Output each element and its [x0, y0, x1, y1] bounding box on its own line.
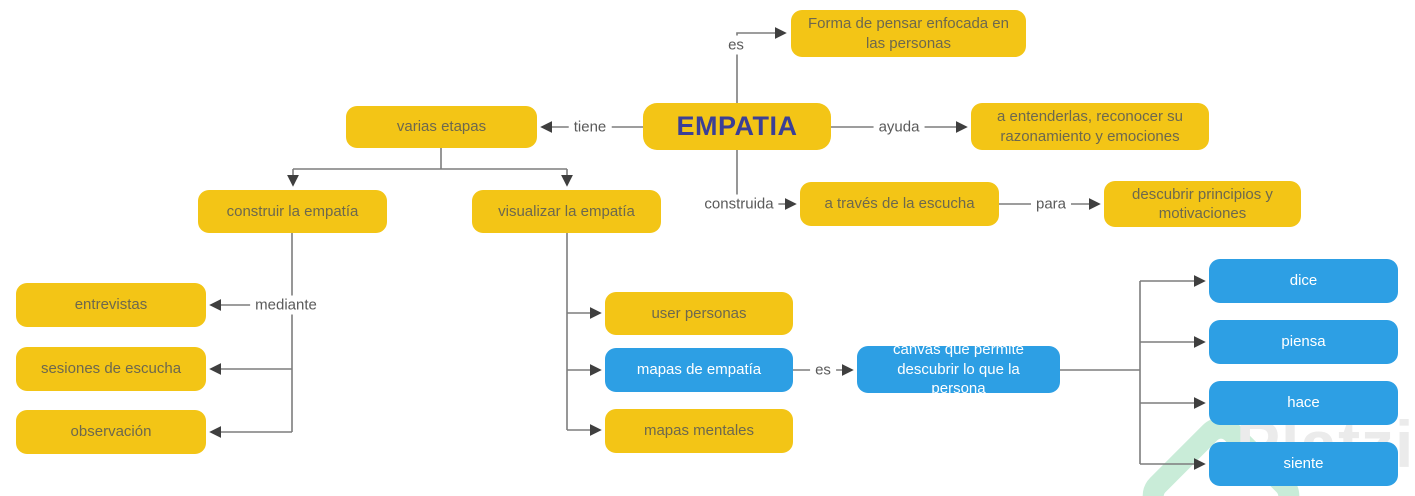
node-empatia[interactable]: EMPATIA [643, 103, 831, 150]
node-a-traves-de-la-escucha[interactable]: a través de la escucha [800, 182, 999, 226]
node-label: entrevistas [74, 296, 148, 314]
node-hace[interactable]: hace [1209, 381, 1398, 425]
node-label: observación [70, 423, 152, 441]
node-label: siente [1283, 455, 1324, 473]
node-label: dice [1289, 272, 1318, 290]
node-label: Forma de pensar enfocada en las personas [808, 15, 1009, 52]
node-mapas-mentales[interactable]: mapas mentales [605, 409, 793, 453]
node-label: a través de la escucha [824, 195, 975, 213]
node-dice[interactable]: dice [1209, 259, 1398, 303]
edge-label-construida: construida [699, 194, 779, 214]
node-label: piensa [1281, 333, 1326, 351]
node-label: descubrir principios y motivaciones [1132, 185, 1273, 223]
edge-label-es-top: es [723, 35, 749, 55]
node-entenderlas[interactable]: a entenderlas, reconocer su razonamiento… [971, 103, 1209, 150]
node-forma-de-pensar[interactable]: Forma de pensar enfocada en las personas [791, 10, 1026, 57]
node-label: sesiones de escucha [40, 360, 182, 378]
node-mapas-de-empatia[interactable]: mapas de empatía [605, 348, 793, 392]
node-label: mapas de empatía [636, 361, 762, 379]
node-user-personas[interactable]: user personas [605, 292, 793, 335]
node-varias-etapas[interactable]: varias etapas [346, 106, 537, 148]
node-label: a entenderlas, reconocer su razonamiento… [997, 108, 1183, 145]
node-label: construir la empatía [226, 202, 359, 220]
node-label: mapas mentales [643, 422, 755, 440]
node-entrevistas[interactable]: entrevistas [16, 283, 206, 327]
node-observacion[interactable]: observación [16, 410, 206, 454]
node-label: varias etapas [396, 118, 487, 136]
node-label: hace [1287, 394, 1320, 412]
edge-label-para: para [1030, 194, 1072, 214]
edge-label-tiene: tiene [568, 117, 612, 137]
node-piensa[interactable]: piensa [1209, 320, 1398, 364]
node-label: EMPATIA [676, 110, 798, 141]
edge-label-mediante: mediante [250, 295, 322, 315]
node-label: canvas que permite descubrir lo que la p… [893, 341, 1024, 398]
edge-label-ayuda: ayuda [873, 117, 925, 137]
node-sesiones-de-escucha[interactable]: sesiones de escucha [16, 347, 206, 391]
node-siente[interactable]: siente [1209, 442, 1398, 486]
node-descubrir-principios[interactable]: descubrir principios y motivaciones [1104, 181, 1301, 227]
node-visualizar-la-empatia[interactable]: visualizar la empatía [472, 190, 661, 233]
node-label: visualizar la empatía [498, 202, 635, 220]
node-label: user personas [651, 304, 747, 322]
edge-label-es-canvas: es [810, 360, 836, 380]
node-construir-la-empatia[interactable]: construir la empatía [198, 190, 387, 233]
node-canvas-persona[interactable]: canvas que permite descubrir lo que la p… [857, 341, 1060, 397]
